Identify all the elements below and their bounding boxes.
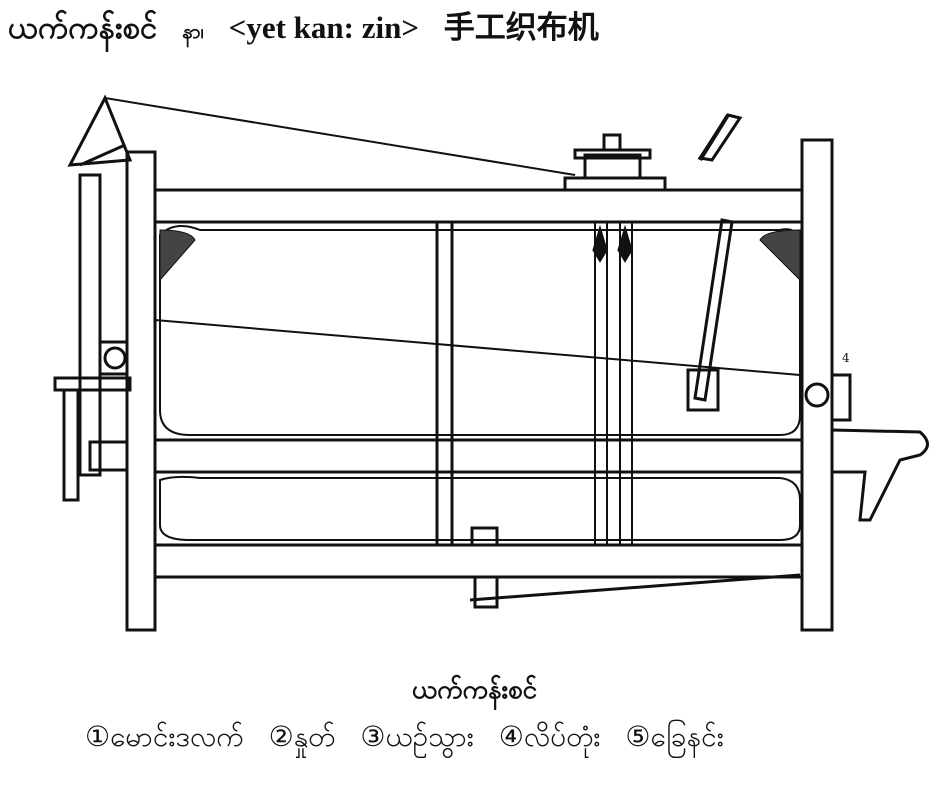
part-label: ⑤ခြေနင်း <box>625 720 724 753</box>
entry-header: ယက်ကန်းစင် နာ၊ <yet kan: zin> 手工织布机 <box>8 2 613 54</box>
part-marker: 4 <box>842 351 850 365</box>
middle-beam <box>153 438 804 474</box>
figure-caption: ယက်ကန်းစင် <box>411 675 538 705</box>
part-label: ③ယဥ်သွား <box>360 720 474 753</box>
top-beam <box>153 188 804 224</box>
headword: ယက်ကန်းစင် <box>8 10 158 46</box>
bottom-beam <box>153 543 804 579</box>
parts-legend: ①မောင်းဒလက် ②နှုတ် ③ယဥ်သွား ④လိပ်တုံး ⑤ခ… <box>85 718 740 760</box>
part-label: ①မောင်းဒလက် <box>85 720 244 753</box>
right-post <box>800 138 834 632</box>
romanization: <yet kan: zin> <box>228 10 419 45</box>
part-of-speech: နာ၊ <box>182 19 204 43</box>
part-label: ④လိပ်တုံး <box>498 720 601 753</box>
loom-illustration: 4 <box>53 94 929 632</box>
chinese-translation: 手工织布机 <box>443 10 599 46</box>
part-label: ②နှုတ် <box>268 720 336 753</box>
